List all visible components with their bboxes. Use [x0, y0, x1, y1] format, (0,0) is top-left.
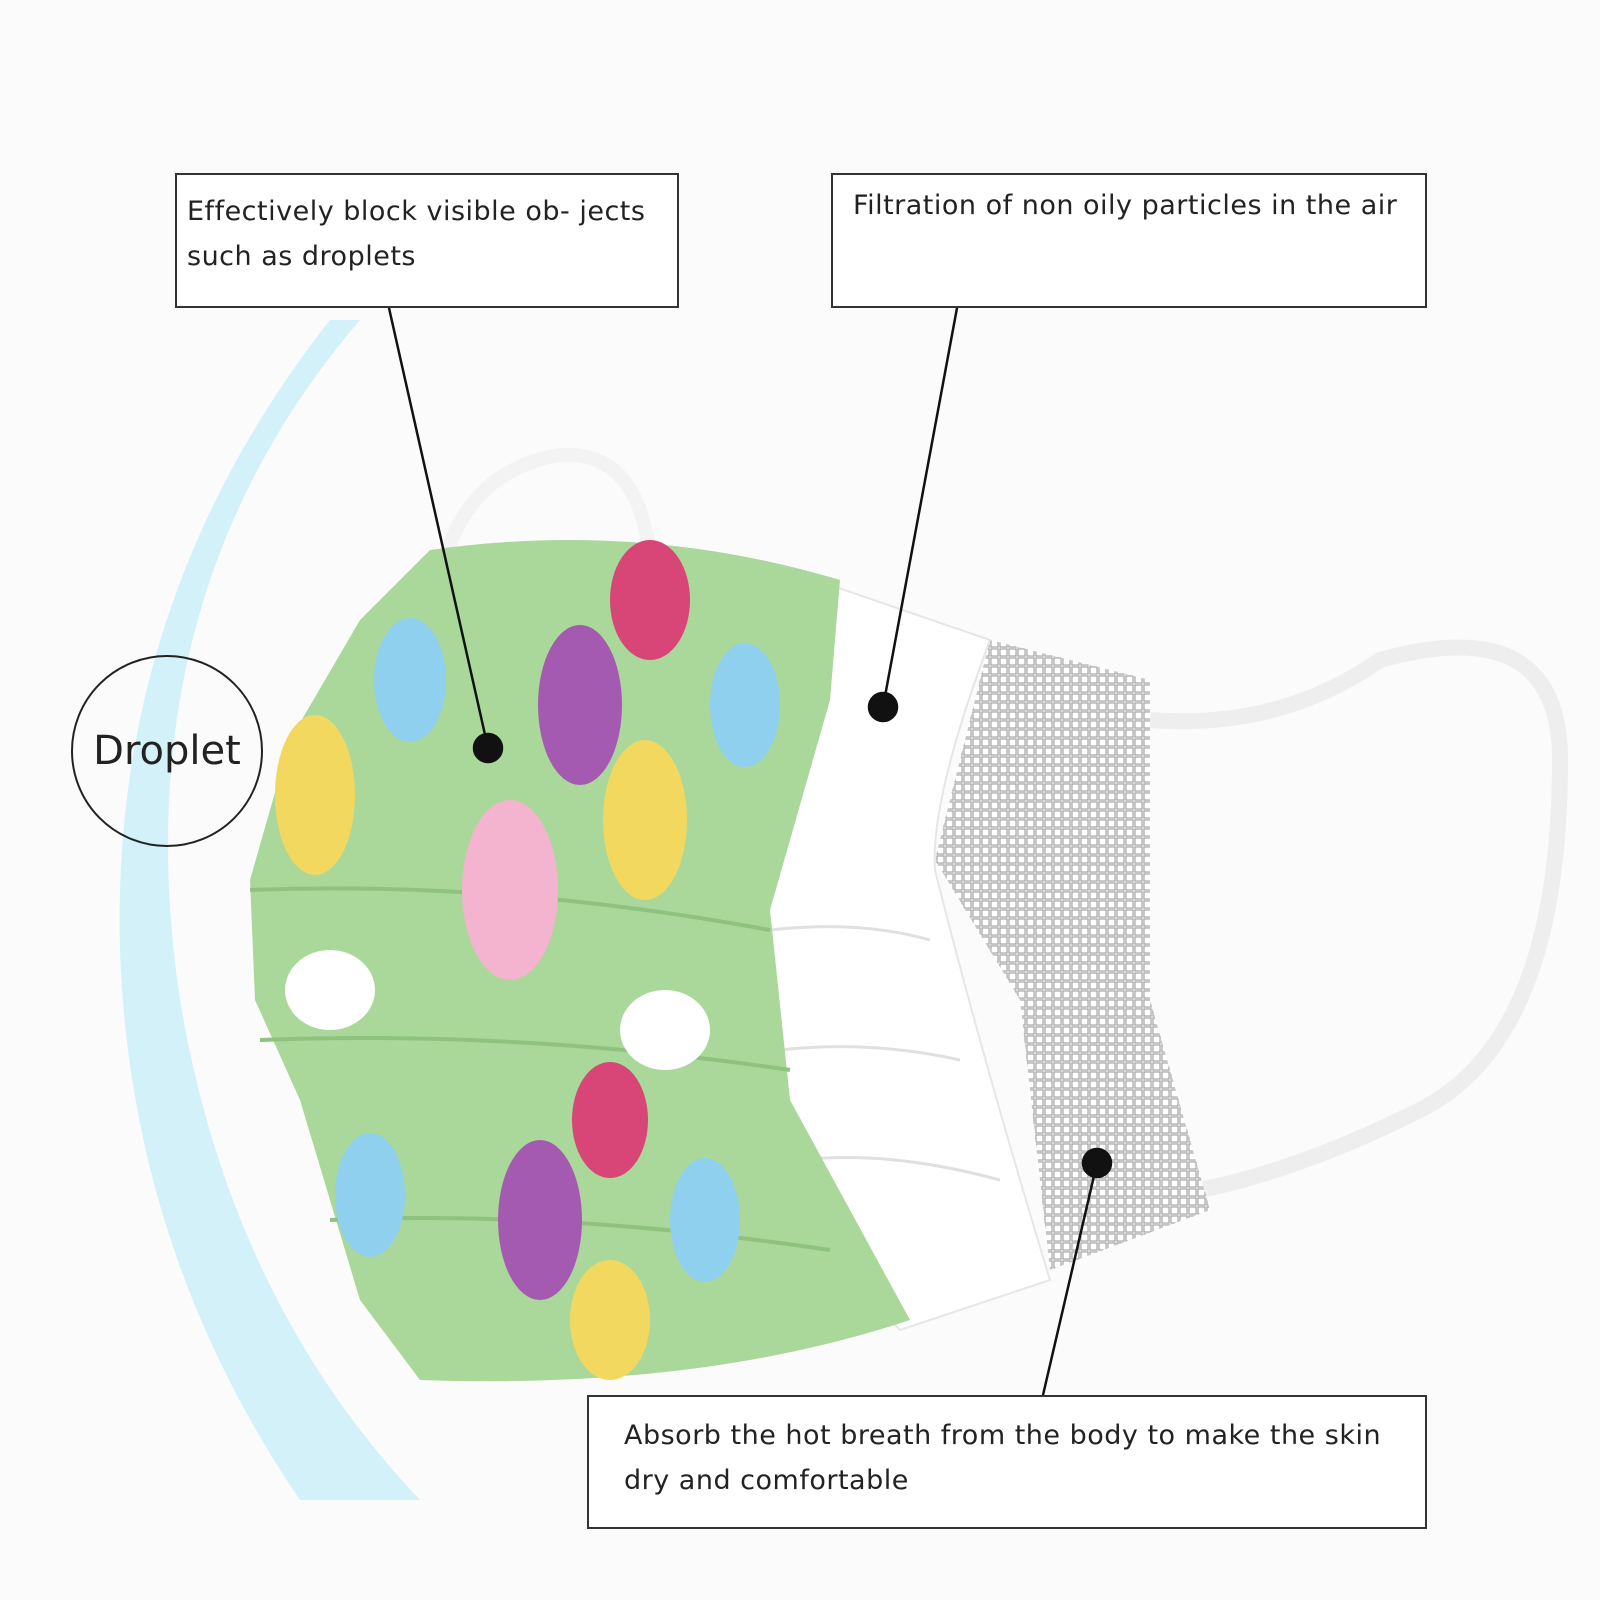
white-layer [758, 583, 1052, 1332]
easter-egg-pattern [275, 540, 780, 1380]
droplet-label-circle: Droplet [71, 655, 263, 847]
ear-loop-top [438, 447, 657, 562]
mesh-layer [935, 640, 1210, 1270]
ear-loop-right [1149, 639, 1569, 1198]
callout-text: Effectively block visible ob- jects such… [187, 196, 646, 272]
callout-filtration: Filtration of non oily particles in the … [831, 173, 1427, 308]
callout-droplet-block: Effectively block visible ob- jects such… [175, 173, 679, 308]
droplet-label: Droplet [93, 728, 241, 774]
callout-text: Absorb the hot breath from the body to m… [624, 1420, 1382, 1496]
callout-text: Filtration of non oily particles in the … [853, 190, 1398, 221]
callout-absorb: Absorb the hot breath from the body to m… [587, 1395, 1427, 1529]
blue-glow [119, 320, 420, 1500]
